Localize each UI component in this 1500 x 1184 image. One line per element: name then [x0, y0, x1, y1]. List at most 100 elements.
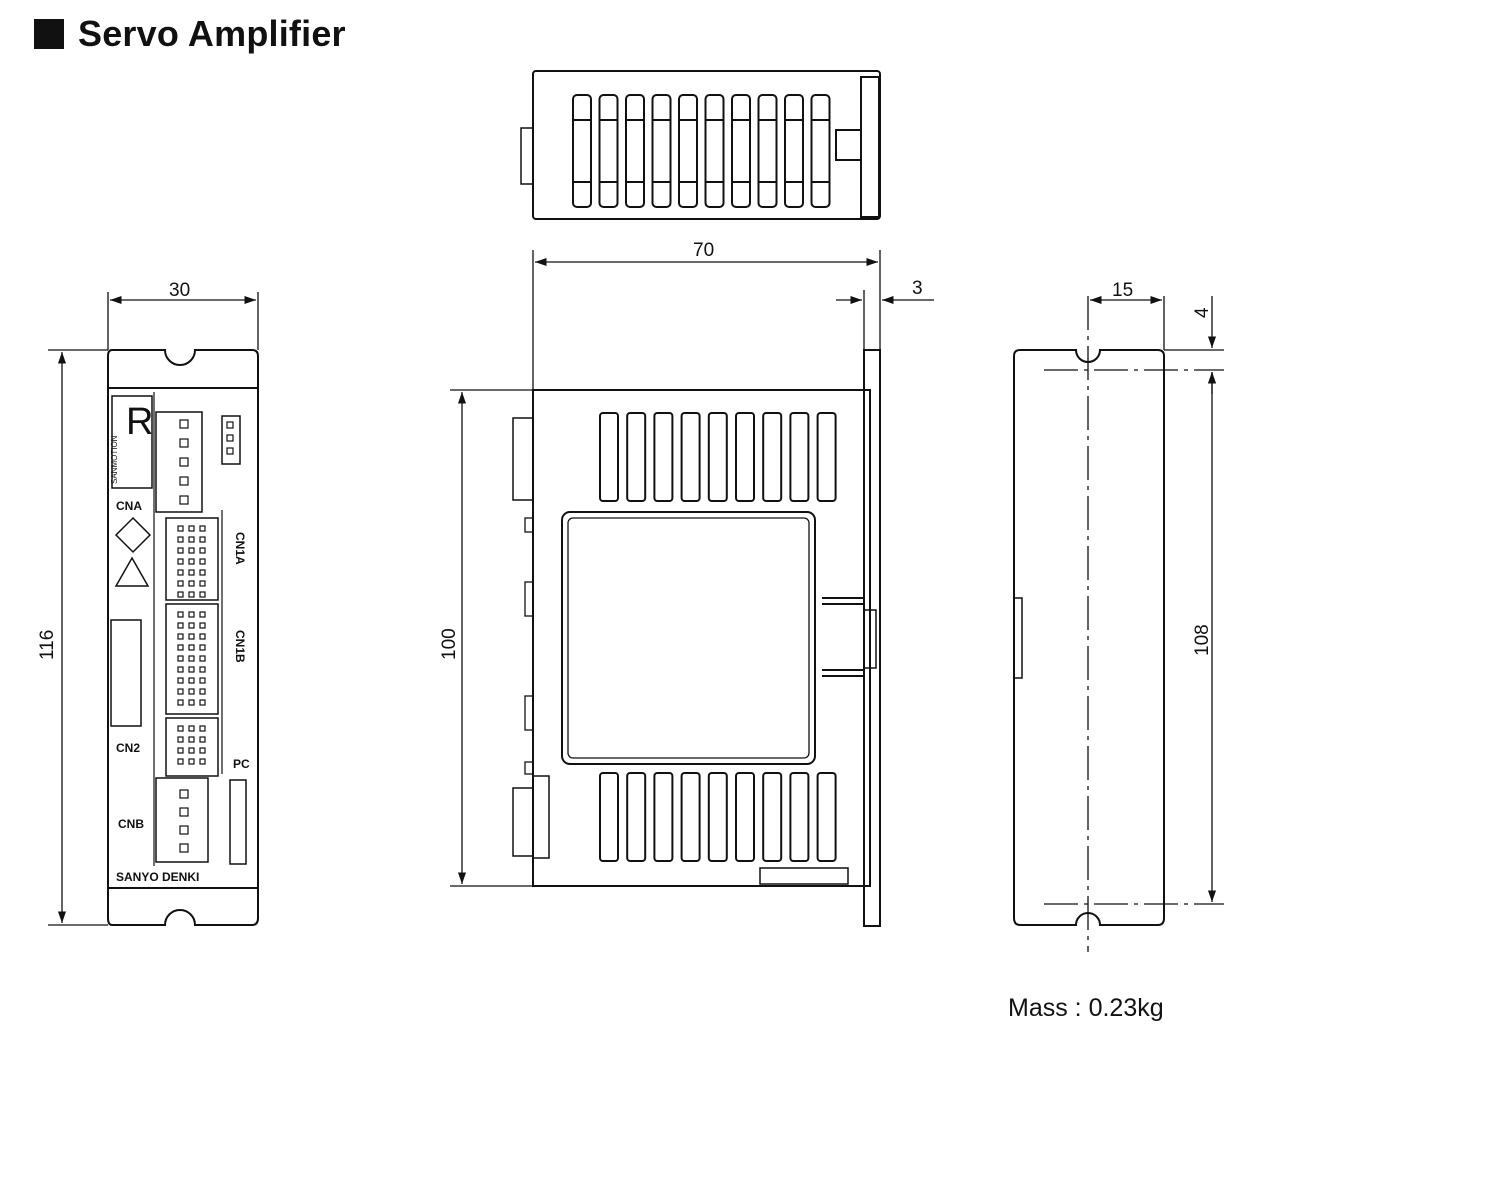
dim-mount-pitch-h: 15	[1112, 280, 1133, 301]
label-brand: SANYO DENKI	[116, 870, 199, 884]
connector-pin	[199, 569, 206, 576]
connector-pin	[188, 747, 195, 754]
connector-pin	[177, 725, 184, 732]
mass-label: Mass : 0.23kg	[1008, 994, 1164, 1022]
vent-slot	[762, 772, 783, 862]
vent-slot	[810, 94, 831, 208]
connector-pin	[177, 558, 184, 565]
connector-pin	[199, 525, 206, 532]
pin	[179, 789, 189, 799]
pin	[179, 476, 189, 486]
connector-pin	[199, 622, 206, 629]
warning-diamond-icon	[114, 516, 152, 554]
vent-slot	[789, 772, 810, 862]
pin	[179, 438, 189, 448]
led-pin	[226, 421, 234, 429]
connector-pin	[199, 536, 206, 543]
connector-pin	[188, 666, 195, 673]
connector-pin	[199, 580, 206, 587]
side-view	[512, 349, 881, 927]
connector-pin	[177, 536, 184, 543]
connector-pin	[177, 736, 184, 743]
side-view-label-area	[561, 511, 816, 765]
vent-slot	[625, 94, 645, 208]
connector-pin	[188, 525, 195, 532]
dim-front-width: 30	[169, 280, 190, 301]
side-dimensions	[450, 250, 934, 887]
label-cn1a: CN1A	[233, 532, 247, 565]
pin	[179, 807, 189, 817]
logo-box	[111, 395, 153, 489]
dim-mount-pitch-v: 108	[1192, 624, 1213, 656]
side-view-vents-bottom	[599, 772, 837, 862]
vent-slot	[762, 412, 783, 502]
label-cn1b: CN1B	[233, 630, 247, 663]
label-cn2: CN2	[116, 741, 140, 755]
side-terminal-top	[512, 417, 534, 501]
connector-pin	[199, 611, 206, 618]
vent-slot	[680, 412, 701, 502]
connector-pin	[199, 633, 206, 640]
connector-pin	[199, 688, 206, 695]
vent-slot	[626, 412, 647, 502]
vent-slot	[757, 94, 778, 208]
connector-pin	[177, 699, 184, 706]
dim-mount-hole-offset: 4	[1192, 307, 1213, 318]
connector-pin	[188, 758, 195, 765]
connector-pin	[188, 677, 195, 684]
vent-slot	[784, 94, 804, 208]
connector-pin	[188, 580, 195, 587]
side-view-vents-top	[599, 412, 837, 502]
connector-pin	[199, 644, 206, 651]
connector-pin	[199, 725, 206, 732]
connector-pin	[188, 655, 195, 662]
connector-pin	[177, 747, 184, 754]
connector-pin	[188, 536, 195, 543]
pin	[179, 419, 189, 429]
connector-pin	[188, 622, 195, 629]
pc-connector	[229, 779, 247, 865]
connector-pin	[177, 547, 184, 554]
top-view	[520, 70, 881, 220]
connector-pin	[199, 677, 206, 684]
pin	[179, 457, 189, 467]
connector-pin	[177, 622, 184, 629]
vent-slot	[653, 772, 674, 862]
connector-pin	[199, 747, 206, 754]
connector-pin	[188, 633, 195, 640]
connector-pin	[188, 547, 195, 554]
warning-triangle-icon	[114, 556, 150, 587]
led-block	[221, 415, 241, 465]
rear-view-outline	[1013, 349, 1165, 926]
connector-pin	[177, 591, 184, 598]
cn2-connector	[165, 717, 219, 777]
vent-slot	[816, 772, 837, 862]
vent-slot	[789, 412, 810, 502]
cn1b-connector	[165, 603, 219, 715]
side-view-body	[532, 389, 871, 887]
front-view-outline	[107, 349, 259, 926]
connector-pin	[177, 688, 184, 695]
connector-pin	[188, 688, 195, 695]
connector-pin	[199, 736, 206, 743]
top-view-terminal	[520, 127, 534, 185]
connector-pin	[188, 725, 195, 732]
connector-pin	[177, 569, 184, 576]
connector-pin	[199, 591, 206, 598]
dim-side-height: 100	[439, 628, 460, 660]
connector-pin	[188, 569, 195, 576]
vent-slot	[678, 94, 698, 208]
label-cna: CNA	[116, 499, 142, 513]
vent-slot	[707, 412, 728, 502]
logo-brand-text: SANMOTION	[110, 435, 119, 484]
top-view-tab	[835, 129, 862, 161]
logo-letter: R	[126, 401, 153, 443]
connector-pin	[199, 666, 206, 673]
vent-slot	[572, 94, 592, 208]
pin	[179, 843, 189, 853]
top-view-vents	[572, 94, 831, 208]
vent-slot	[707, 772, 728, 862]
connector-pin	[177, 677, 184, 684]
cna-connector	[155, 411, 203, 513]
rear-view	[1013, 349, 1165, 926]
